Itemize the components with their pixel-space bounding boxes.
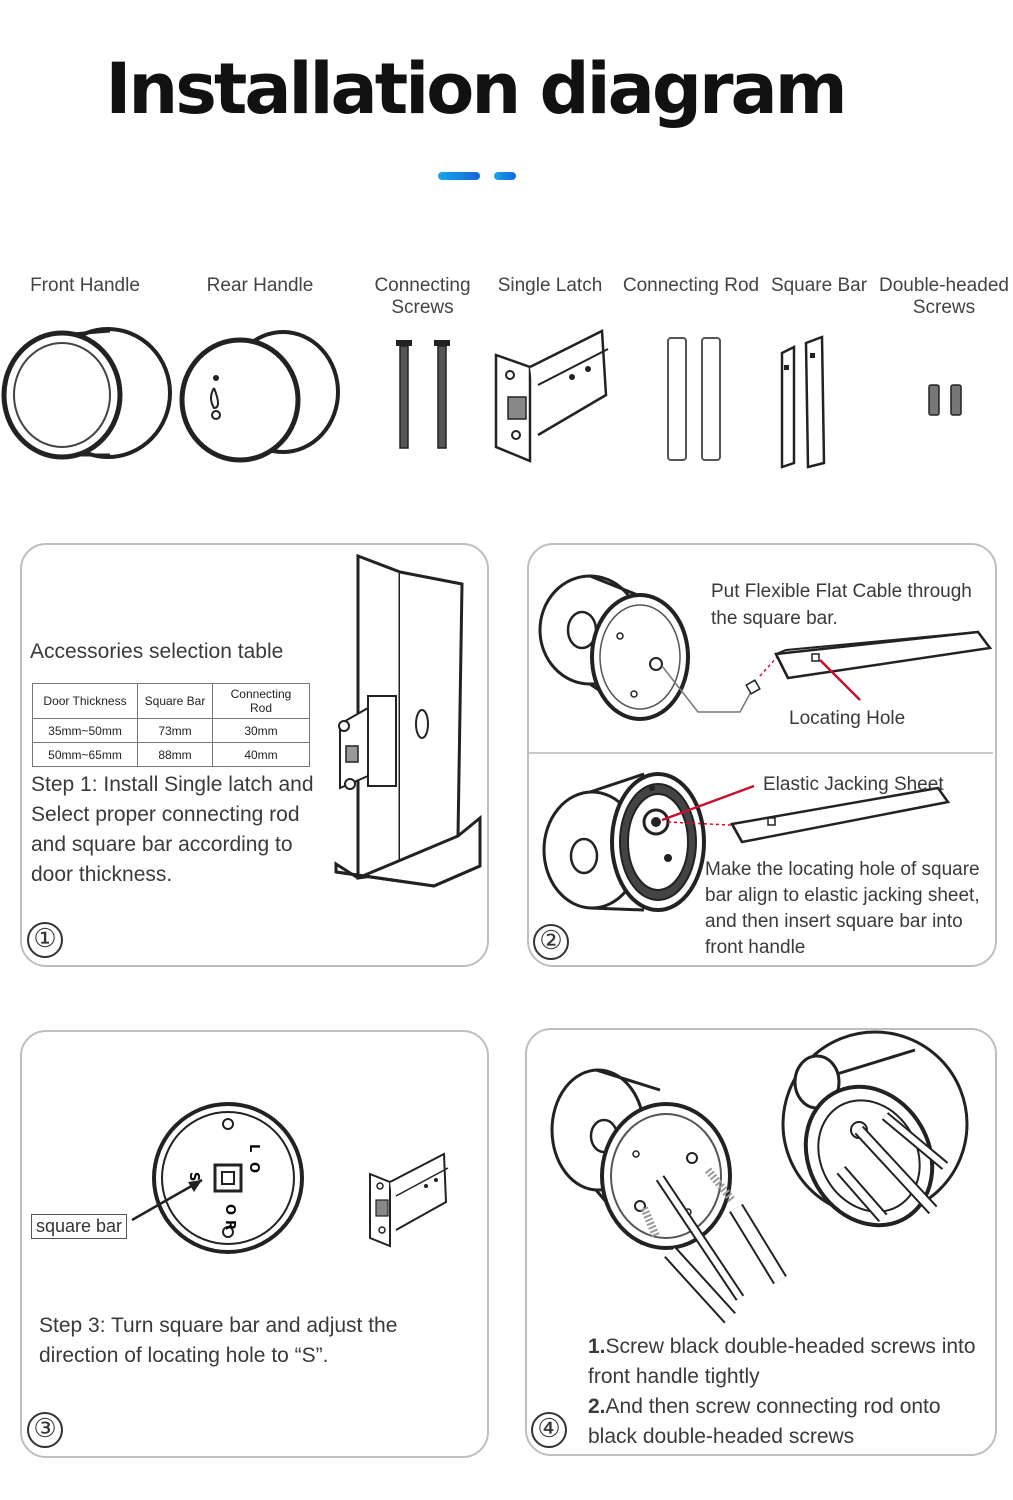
part-label-front-handle: Front Handle	[30, 275, 140, 296]
accessories-table-title: Accessories selection table	[30, 640, 284, 663]
connecting-rod-icon	[667, 337, 721, 461]
step4-instruction-1-text: Screw black double-headed screws into fr…	[588, 1335, 976, 1388]
single-latch-icon	[494, 329, 609, 463]
rear-dial-illustration: L O S O R	[152, 1102, 304, 1254]
part-label-double-headed-screws: Double-headed Screws	[879, 275, 1009, 318]
table-cell: 40mm	[212, 742, 310, 767]
step2-bottom-text: Make the locating hole of square bar ali…	[705, 859, 980, 958]
step2-number: ②	[533, 924, 569, 960]
title-accent-dash-left	[438, 172, 480, 180]
step4-instruction-2: 2.And then screw connecting rod onto bla…	[588, 1392, 988, 1452]
dial-letter: S	[186, 1172, 201, 1181]
step3-instructions: Step 3: Turn square bar and adjust the d…	[39, 1314, 398, 1367]
table-header-cell: Door Thickness	[32, 683, 138, 719]
dial-letter: O	[246, 1162, 261, 1173]
square-bar-pointer-arrow	[131, 1178, 203, 1222]
step2-divider	[529, 752, 993, 754]
table-row: 50mm~65mm 88mm 40mm	[32, 742, 310, 767]
page-title: Installation diagram	[105, 48, 847, 130]
table-cell: 50mm~65mm	[32, 742, 138, 767]
table-cell: 30mm	[212, 718, 310, 743]
accessories-selection-table: Door Thickness Square Bar Connecting Rod…	[32, 683, 310, 767]
step4-instruction-2-text: And then screw connecting rod onto black…	[588, 1395, 941, 1448]
connecting-screws-icon	[396, 340, 450, 449]
part-label-connecting-screws: Connecting Screws	[374, 275, 471, 318]
part-label-connecting-rod: Connecting Rod	[622, 275, 760, 296]
table-cell: 35mm~50mm	[32, 718, 138, 743]
step4-instruction-1-number: 1.	[588, 1335, 606, 1358]
step4-instruction-1: 1.Screw black double-headed screws into …	[588, 1332, 983, 1392]
step4-instruction-2-number: 2.	[588, 1395, 606, 1418]
dial-letter: L	[246, 1144, 261, 1152]
table-cell: 88mm	[137, 742, 213, 767]
square-bar-insertion-illustration	[542, 772, 951, 912]
step2-top-text: Put Flexible Flat Cable through the squa…	[711, 581, 972, 629]
double-headed-screws-icon	[928, 384, 962, 416]
part-label-rear-handle: Rear Handle	[206, 275, 314, 296]
front-handle-icon	[1, 327, 172, 460]
latch-illustration-small	[369, 1152, 449, 1248]
rear-handle-rods-closeup	[781, 1030, 969, 1228]
step1-instructions: Step 1: Install Single latch and Select …	[31, 773, 314, 886]
step4-number: ④	[531, 1412, 567, 1448]
elastic-jacking-sheet-label: Elastic Jacking Sheet	[763, 774, 944, 795]
front-handle-screws-illustration	[550, 1068, 787, 1324]
table-header-cell: Square Bar	[137, 683, 213, 719]
rear-handle-icon	[179, 330, 340, 463]
step3-number: ③	[27, 1412, 63, 1448]
table-row: 35mm~50mm 73mm 30mm	[32, 718, 310, 743]
part-label-single-latch: Single Latch	[497, 275, 603, 296]
table-cell: 73mm	[137, 718, 213, 743]
dial-letter: R	[222, 1220, 237, 1230]
dial-letter: O	[222, 1204, 237, 1215]
step1-number: ①	[27, 922, 63, 958]
square-bar-icon	[780, 335, 826, 469]
table-header-cell: Connecting Rod	[212, 683, 310, 719]
front-handle-cable-illustration	[538, 574, 993, 721]
square-bar-tag: square bar	[31, 1214, 128, 1239]
locating-hole-label: Locating Hole	[789, 708, 906, 729]
title-accent-dash-right	[494, 172, 516, 180]
table-header-row: Door Thickness Square Bar Connecting Rod	[32, 683, 310, 719]
part-label-square-bar: Square Bar	[770, 275, 868, 296]
door-latch-illustration	[334, 553, 482, 888]
